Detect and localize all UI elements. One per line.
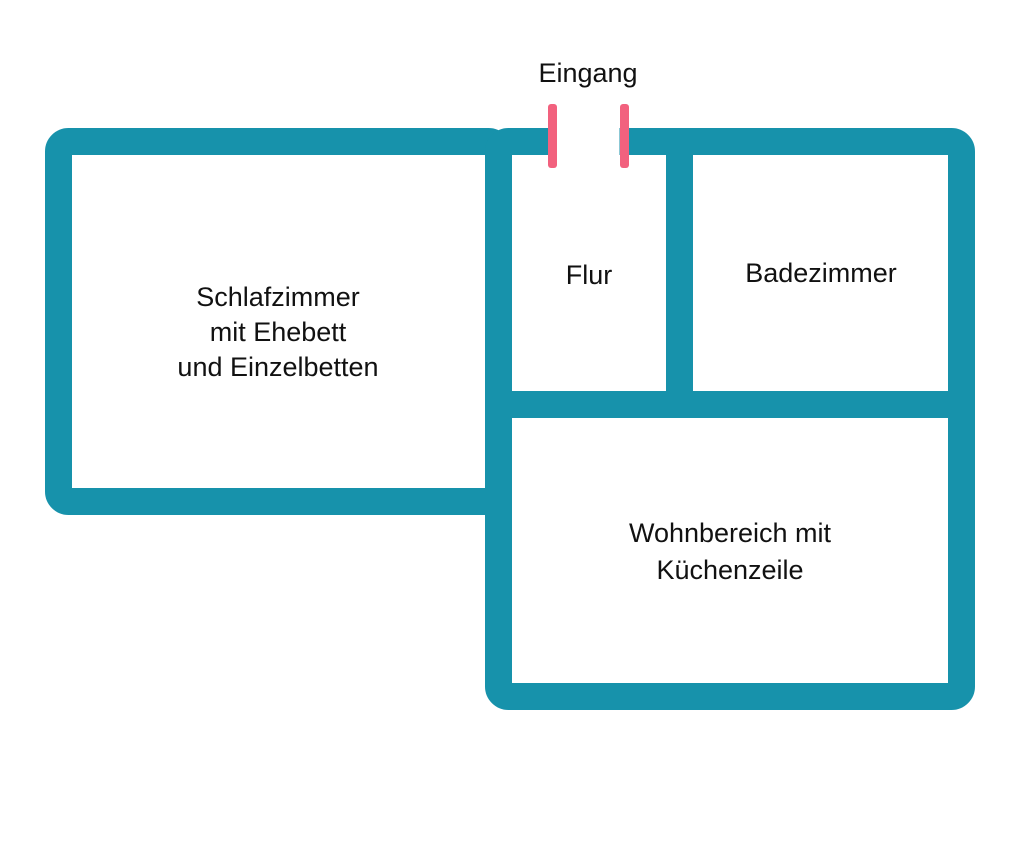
right-wing-walls: [485, 128, 975, 710]
schlafzimmer-label-line1: Schlafzimmer: [196, 282, 360, 312]
schlafzimmer-label-line2: mit Ehebett: [209, 317, 347, 347]
entrance-door-marker-left-icon: [548, 104, 557, 168]
entrance-door-marker-right-icon: [620, 104, 629, 168]
room-label-badezimmer: Badezimmer: [693, 256, 949, 291]
room-label-wohnbereich: Wohnbereich mit Küchenzeile: [512, 515, 948, 589]
entrance-opening: [556, 126, 620, 158]
schlafzimmer-label-line3: und Einzelbetten: [177, 352, 379, 382]
wohnbereich-label-line2: Küchenzeile: [656, 555, 804, 585]
flur-label-text: Flur: [565, 260, 613, 290]
wohnbereich-label-line1: Wohnbereich mit: [628, 518, 832, 548]
entrance-label-text: Eingang: [538, 58, 638, 88]
room-label-flur: Flur: [509, 258, 669, 293]
badezimmer-label-text: Badezimmer: [745, 258, 897, 288]
entrance-label: Eingang: [488, 56, 688, 91]
room-label-schlafzimmer: Schlafzimmer mit Ehebett und Einzelbette…: [78, 280, 478, 385]
